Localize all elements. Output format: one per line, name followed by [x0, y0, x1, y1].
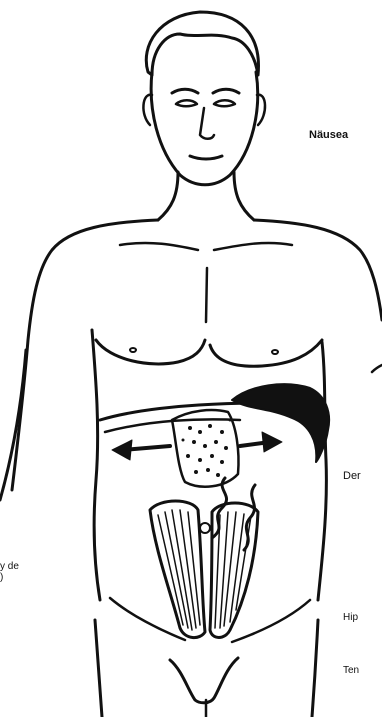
left-abdominal: [150, 501, 205, 638]
wavy-line-2: [244, 485, 255, 550]
torso-left-side: [92, 330, 100, 600]
hair: [146, 12, 258, 75]
ten-label: Ten: [343, 665, 359, 677]
neck-left: [158, 172, 178, 220]
right-eye: [214, 100, 235, 106]
nose: [200, 108, 214, 139]
right-pectoral: [210, 340, 322, 366]
torso-right-side: [318, 342, 326, 600]
small-circle: [200, 523, 210, 533]
right-eyebrow: [213, 89, 239, 93]
mouth: [190, 156, 222, 159]
nausea-label: Näusea: [309, 129, 348, 141]
arrow-right-head: [262, 432, 282, 452]
neck-right: [234, 172, 254, 220]
hip-label: Hip: [343, 612, 358, 624]
right-nipple: [272, 350, 278, 354]
left-label-line1: y de: [0, 561, 19, 572]
left-label-line2: ): [0, 572, 19, 583]
right-shoulder-arm: [254, 220, 382, 320]
liver-mass: [232, 384, 329, 462]
left-eyebrow: [172, 89, 198, 93]
left-eye: [176, 100, 197, 106]
head-outline: [151, 72, 258, 185]
left-pectoral: [96, 340, 205, 364]
arrow-left-head: [112, 440, 132, 460]
left-clavicle: [120, 243, 198, 250]
left-label: y de ): [0, 561, 19, 583]
left-leg-edge: [95, 620, 102, 717]
groin: [170, 658, 238, 703]
stomach-dots: [182, 419, 232, 478]
left-nipple: [130, 348, 136, 352]
right-leg-edge: [312, 620, 318, 717]
stomach-region: [172, 410, 239, 487]
der-label: Der: [343, 470, 361, 482]
sternum: [206, 268, 207, 322]
right-arm-mark: [372, 365, 382, 372]
right-clavicle: [214, 243, 292, 250]
right-hip-line: [232, 600, 310, 642]
